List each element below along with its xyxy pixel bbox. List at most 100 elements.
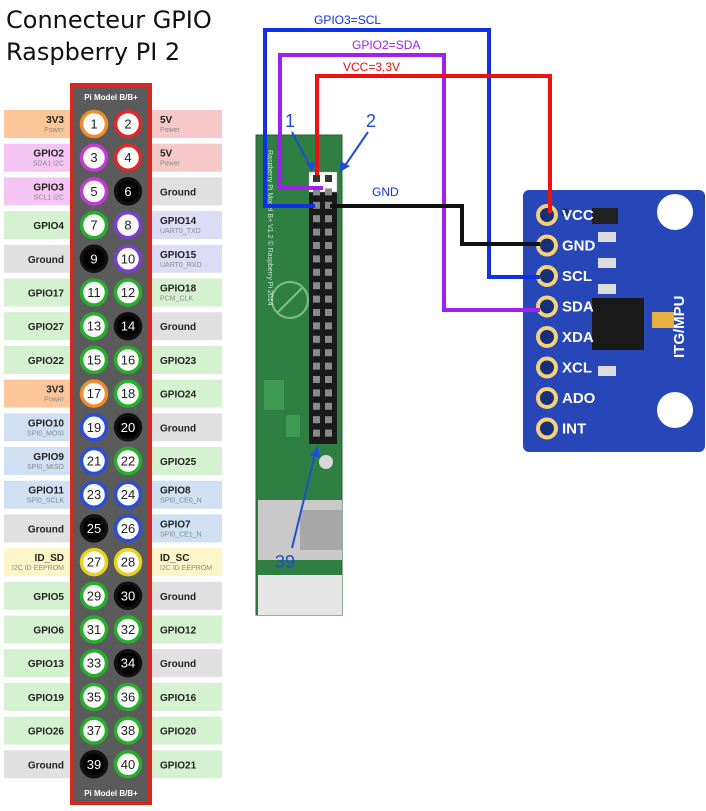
wire-label-gnd: GND xyxy=(372,185,399,199)
callout-pin-1: 1 xyxy=(285,111,316,172)
pin-2-row xyxy=(150,110,222,138)
pin-29-label: GPIO5 xyxy=(33,592,64,603)
pin-35-label: GPIO19 xyxy=(28,693,65,704)
pin-1-sublabel: Power xyxy=(44,127,65,134)
pin-9-label: Ground xyxy=(28,255,64,266)
pin-3-label: GPIO2 xyxy=(33,149,64,160)
pin-12-number: 12 xyxy=(121,285,135,300)
pin-20-circle xyxy=(113,413,143,442)
pin-19-sublabel: SPI0_MOSI xyxy=(27,430,64,437)
pin-39-number: 39 xyxy=(87,757,101,772)
pin-4-number: 4 xyxy=(124,150,131,165)
pin-38-label: GPIO20 xyxy=(160,727,197,738)
module-pin-vcc xyxy=(536,204,558,226)
header-pin xyxy=(313,295,320,303)
pin-12-sublabel: PCM_CLK xyxy=(160,296,193,303)
pin-2-label: 5V xyxy=(160,115,173,126)
pin-25-label: Ground xyxy=(28,524,64,535)
pin-11-circle xyxy=(79,278,109,307)
header-pin xyxy=(313,389,320,397)
pin-40-circle xyxy=(113,750,143,779)
header-pin xyxy=(325,268,332,276)
pin-14-circle xyxy=(113,311,143,341)
pin-26-circle xyxy=(113,514,143,543)
pin-33-number: 33 xyxy=(87,656,101,671)
header-pin xyxy=(313,175,320,182)
header-pin xyxy=(325,362,332,370)
pin-24-row xyxy=(150,480,222,509)
pin-34-label: Ground xyxy=(160,659,196,670)
pin-27-circle xyxy=(79,547,109,577)
pin-3-sublabel: SDA1 I2C xyxy=(33,161,64,168)
pin-24-number: 24 xyxy=(121,487,135,502)
pin-16-label: GPIO23 xyxy=(160,356,197,367)
header-pin xyxy=(325,215,332,223)
pin-18-row xyxy=(150,379,222,408)
pin-26-sublabel: SPI0_CE1_N xyxy=(160,531,202,538)
title-line-1: Connecteur GPIO xyxy=(6,6,212,34)
pin-13-label: GPIO27 xyxy=(28,322,65,333)
pin-24-sublabel: SPI0_CE0_N xyxy=(160,498,202,505)
module-pin-label-xcl: XCL xyxy=(562,360,592,377)
pin-5-label: GPIO3 xyxy=(33,182,64,193)
pin-1-row xyxy=(4,110,76,138)
board-gpio-header xyxy=(308,171,338,444)
pin-22-label: GPIO25 xyxy=(160,457,197,468)
pin-16-row xyxy=(150,345,222,374)
pin-8-number: 8 xyxy=(124,218,131,233)
pin-18-label: GPIO24 xyxy=(160,390,197,401)
pin-19-label: GPIO10 xyxy=(28,418,65,429)
pin-5-row xyxy=(4,177,76,206)
header-pin xyxy=(313,228,320,236)
wire-label-scl: GPIO3=SCL xyxy=(314,13,381,27)
wire-vcc xyxy=(315,74,552,213)
pin-14-label: Ground xyxy=(160,322,196,333)
pin-8-sublabel: UART0_TXD xyxy=(160,228,201,235)
header-pin xyxy=(325,402,332,410)
pin-9-circle xyxy=(79,244,109,274)
pin-37-number: 37 xyxy=(87,723,101,738)
pin-14-row xyxy=(150,312,222,341)
pin-17-row xyxy=(4,379,76,408)
pin-10-label: GPIO15 xyxy=(160,250,197,261)
pin-29-number: 29 xyxy=(87,588,101,603)
header-pin xyxy=(325,416,332,424)
header-pin xyxy=(325,335,332,343)
pin-21-row xyxy=(4,447,76,475)
pin-30-circle xyxy=(113,581,143,611)
header-pin xyxy=(313,255,320,263)
pin-31-row xyxy=(4,615,76,644)
pin-27-row xyxy=(4,548,76,577)
wire-scl xyxy=(263,28,540,279)
pin-30-row xyxy=(150,581,222,610)
pin-13-row xyxy=(4,312,76,341)
pin-6-number: 6 xyxy=(124,184,131,199)
pin-25-circle xyxy=(79,514,109,543)
pin-28-circle xyxy=(113,547,143,577)
header-pin xyxy=(313,282,320,290)
pin-23-sublabel: SPI0_SCLK xyxy=(27,498,65,505)
pin-39-label: Ground xyxy=(28,760,64,771)
wires xyxy=(263,28,552,312)
pin-17-sublabel: Power xyxy=(44,397,65,404)
pin-10-sublabel: UART0_RXD xyxy=(160,262,202,269)
header-pin xyxy=(325,349,332,357)
pin-18-circle xyxy=(113,379,143,408)
pin-37-circle xyxy=(79,716,109,745)
pin-38-row xyxy=(150,716,222,745)
wire-label-sda: GPIO2=SDA xyxy=(352,38,420,52)
header-pin xyxy=(313,362,320,370)
header-pin xyxy=(325,242,332,249)
pin-17-number: 17 xyxy=(87,386,101,401)
pin-36-label: GPIO16 xyxy=(160,693,197,704)
pin-33-circle xyxy=(79,648,109,678)
module-pin-gnd xyxy=(536,234,558,257)
pin-15-label: GPIO22 xyxy=(28,356,65,367)
module-pin-label-ado: ADO xyxy=(562,390,596,407)
pin-10-circle xyxy=(113,244,143,274)
wire-sda xyxy=(278,53,540,312)
header-pin xyxy=(313,335,320,343)
